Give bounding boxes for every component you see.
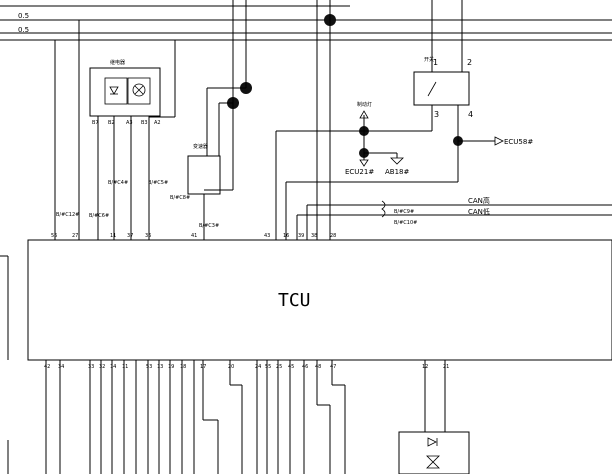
- svg-text:47: 47: [330, 364, 336, 370]
- wire-label-2: 0.5: [18, 26, 29, 34]
- svg-text:33: 33: [88, 364, 94, 370]
- relay-box-middle: [187, 155, 221, 195]
- svg-text:28: 28: [330, 233, 336, 239]
- twisted-pair-icon: [381, 200, 386, 218]
- switch-title: 开关: [424, 56, 434, 63]
- svg-text:39: 39: [298, 233, 304, 239]
- arrow-icon: [494, 136, 504, 146]
- svg-text:21: 21: [443, 364, 449, 370]
- relay-title: 继电器: [110, 59, 125, 66]
- connector-label-c10: B/#C10#: [394, 220, 417, 226]
- relay-coil: [104, 77, 128, 105]
- connector-label-c3: B/#C3#: [199, 223, 219, 229]
- svg-text:46: 46: [302, 364, 308, 370]
- connector-label-c4: B/#C4#: [108, 180, 128, 186]
- tcu-box: [27, 239, 612, 361]
- svg-text:24: 24: [255, 364, 261, 370]
- connector-label-c5: B/#C5#: [148, 180, 168, 186]
- svg-text:16: 16: [283, 233, 289, 239]
- svg-text:55: 55: [265, 364, 271, 370]
- switch-contact: [427, 81, 437, 97]
- connector-label-c6: B/#C6#: [89, 213, 109, 219]
- svg-text:25: 25: [276, 364, 282, 370]
- relay-pin-4: 4: [468, 110, 473, 119]
- relay-box-left: [89, 67, 161, 117]
- svg-text:11: 11: [110, 233, 116, 239]
- svg-text:56: 56: [51, 233, 57, 239]
- connector-label-c9: B/#C9#: [394, 209, 414, 215]
- diode-module: [398, 431, 470, 474]
- svg-text:41: 41: [191, 233, 197, 239]
- valve-icon: [426, 455, 440, 463]
- relay-pin-2: 2: [467, 58, 472, 67]
- tcu-label: TCU: [278, 290, 311, 311]
- signal-can-high: CAN高: [468, 196, 490, 205]
- svg-text:19: 19: [168, 364, 174, 370]
- arrow-down-icon: [359, 159, 369, 167]
- svg-text:42: 42: [44, 364, 50, 370]
- svg-text:32: 32: [99, 364, 105, 370]
- svg-text:43: 43: [264, 233, 270, 239]
- svg-text:A3: A3: [126, 120, 133, 126]
- wire-label-1: 0.5: [18, 12, 29, 20]
- diode-icon: [109, 86, 119, 95]
- svg-text:14: 14: [110, 364, 116, 370]
- svg-text:B3: B3: [141, 120, 148, 126]
- svg-text:27: 27: [72, 233, 78, 239]
- svg-text:45: 45: [288, 364, 294, 370]
- svg-text:13: 13: [157, 364, 163, 370]
- relay-contact: [127, 77, 151, 105]
- svg-text:A2: A2: [154, 120, 161, 126]
- svg-text:B7: B7: [92, 120, 99, 126]
- relay-pin-3: 3: [434, 110, 439, 119]
- signal-ab18: AB18#: [385, 168, 409, 176]
- svg-text:18: 18: [180, 364, 186, 370]
- signal-ecu58: ECU58#: [504, 138, 533, 146]
- signal-ecu21: ECU21#: [345, 168, 374, 176]
- ground-icon: [390, 157, 404, 165]
- svg-text:36: 36: [145, 233, 151, 239]
- svg-text:34: 34: [58, 364, 64, 370]
- svg-text:制动灯: 制动灯: [357, 101, 372, 108]
- svg-text:53: 53: [146, 364, 152, 370]
- connector-label-c8: B/#C8#: [170, 195, 190, 201]
- svg-text:48: 48: [315, 364, 321, 370]
- connector-label-c12: B/#C12#: [56, 212, 79, 218]
- svg-text:38: 38: [311, 233, 317, 239]
- switch-box: [413, 71, 470, 106]
- svg-text:B2: B2: [108, 120, 115, 126]
- svg-text:37: 37: [127, 233, 133, 239]
- bottom-wires: [45, 360, 446, 474]
- arrow-up-icon: [359, 110, 369, 119]
- relay-lamp-icon: [132, 83, 146, 97]
- svg-text:11: 11: [122, 364, 128, 370]
- svg-text:20: 20: [228, 364, 234, 370]
- relay-pin-1: 1: [433, 58, 438, 67]
- diode-icon: [427, 437, 437, 447]
- signal-can-low: CAN低: [468, 207, 490, 216]
- relay-middle-title: 变速器: [193, 143, 208, 150]
